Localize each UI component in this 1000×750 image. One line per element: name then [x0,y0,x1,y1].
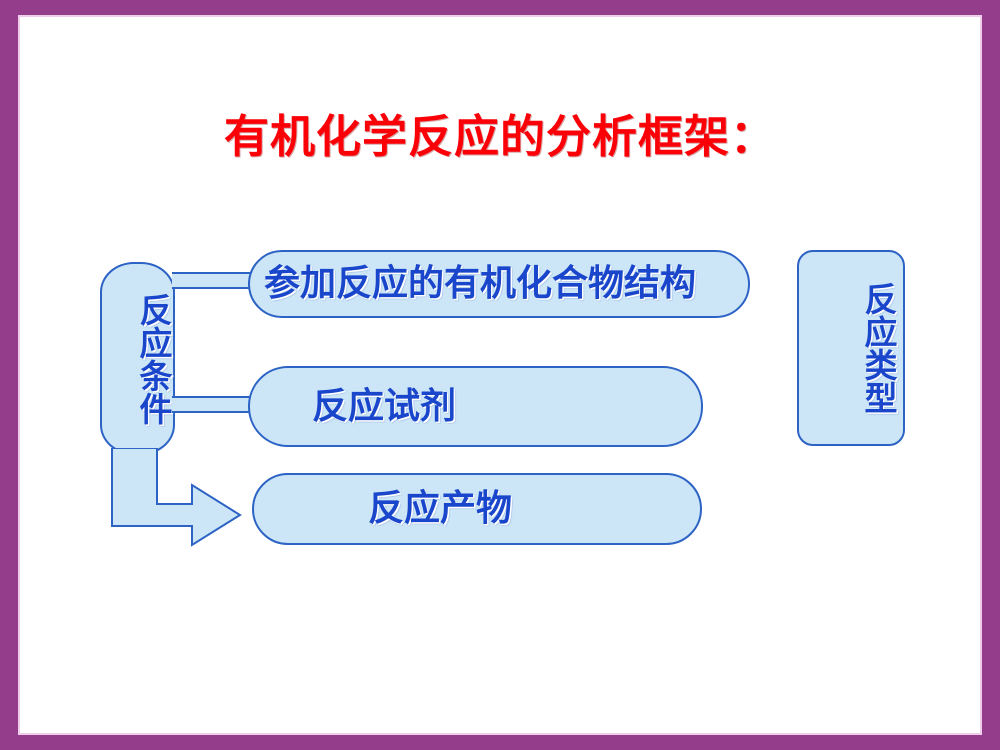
slide-frame-left [0,0,18,750]
connector-condition-to-compound [172,272,252,289]
slide-frame-hairline-left [18,15,20,735]
node-reaction-condition[interactable]: 反应条件 [100,262,175,455]
node-reaction-product[interactable]: 反应产物 [252,473,702,545]
node-reaction-type-label: 反应类型 [859,282,898,414]
connector-condition-to-reagent [172,396,252,413]
node-reaction-condition-label: 反应条件 [134,292,173,425]
slide-frame-hairline-top [18,15,982,17]
node-reaction-product-label: 反应产物 [368,488,513,529]
node-reaction-reagent-label: 反应试剂 [312,385,457,427]
node-reaction-reagent[interactable]: 反应试剂 [248,366,703,447]
bent-arrow-icon [104,448,249,548]
slide-frame-bottom [0,735,1000,750]
slide-frame-hairline-right [980,15,982,735]
page-title: 有机化学反应的分析框架： [223,110,776,163]
slide-frame-right [982,0,1000,750]
node-organic-compound-structure[interactable]: 参加反应的有机化合物结构 [248,250,750,318]
slide-frame-top [0,0,1000,15]
node-organic-compound-structure-label: 参加反应的有机化合物结构 [264,263,697,304]
slide-frame-hairline-bottom [18,733,982,735]
node-reaction-type[interactable]: 反应类型 [797,250,905,446]
